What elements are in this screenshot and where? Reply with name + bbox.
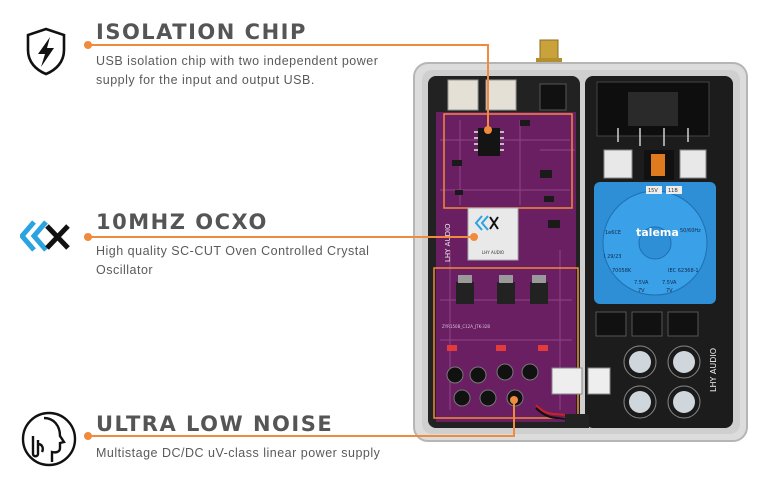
transformer-line4: 70058K — [612, 268, 632, 274]
shield-lightning-icon — [26, 27, 66, 76]
pcb-brand-text: LHY AUDIO — [444, 223, 452, 262]
connector-block — [551, 367, 583, 395]
transformer-volt-right: 7V — [666, 288, 673, 294]
toroidal-transformer — [594, 182, 716, 304]
feature-description: High quality SC-CUT Oven Controlled Crys… — [96, 244, 370, 277]
lhy-logo-icon — [20, 220, 70, 252]
board-code-text: ZYR150B_C12A_JTK-32B — [442, 324, 490, 329]
transformer-line3: I 29/23 — [604, 254, 621, 260]
feature-description: Multistage DC/DC uV-class linear power s… — [96, 446, 381, 460]
feature-title: ISOLATION CHIP — [96, 20, 307, 44]
transformer-line1: 1e6CE — [605, 230, 621, 236]
transformer-tag-right: 11B — [668, 188, 678, 194]
device-illustration: LHY AUDIO LHY AUDIO ZYR150B_C12A_JTK-32B… — [413, 39, 748, 442]
transformer-brand: talema — [636, 226, 679, 239]
transformer-rating-left: 7.5VA — [634, 280, 649, 286]
isolation-chip — [478, 128, 500, 156]
transformer-line5: IEC 62368-1 — [668, 268, 699, 274]
voltage-regulators — [456, 275, 548, 304]
transformer-tag-left: 15V — [648, 188, 658, 194]
feature-description: USB isolation chip with two independent … — [96, 54, 379, 87]
quiet-face-icon — [21, 411, 77, 467]
feature-title: 10MHZ OCXO — [96, 210, 268, 234]
pcb-brand-right: LHY AUDIO — [709, 348, 718, 392]
feature-10mhz-ocxo: 10MHZ OCXO High quality SC-CUT Oven Cont… — [20, 208, 390, 278]
feature-ultra-low-noise: ULTRA LOW NOISE Multistage DC/DC uV-clas… — [20, 408, 390, 488]
usb-connectors — [447, 79, 567, 111]
capacitors-right — [623, 345, 701, 419]
feature-title: ULTRA LOW NOISE — [96, 412, 334, 436]
feature-isolation-chip: ISOLATION CHIP USB isolation chip with t… — [20, 18, 390, 98]
transformer-volt-left: 7V — [638, 288, 645, 294]
transformer-rating-right: 7.5VA — [662, 280, 677, 286]
ocxo-label: LHY AUDIO — [482, 250, 504, 255]
transformer-line2: 50/60Hz — [680, 228, 701, 234]
